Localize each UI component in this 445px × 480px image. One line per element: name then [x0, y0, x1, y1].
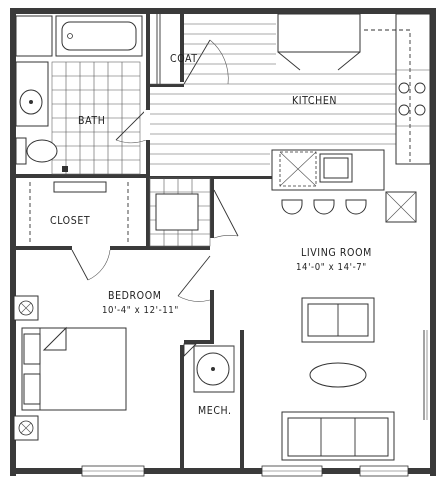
cooktop: [398, 82, 426, 116]
bed: [21, 326, 127, 411]
kitchen-label: KITCHEN: [292, 95, 337, 107]
bedroom-dimensions: 10'-4" x 12'-11": [102, 305, 179, 316]
vanity-sink: [15, 61, 49, 127]
toilet: [15, 137, 58, 165]
linen-cabinet: [15, 15, 53, 57]
storage-closet: [149, 177, 239, 247]
interior-walls: [12, 12, 382, 470]
bath-door: [115, 109, 150, 144]
kitchen-plank-floor: [150, 23, 396, 165]
bath-label: BATH: [78, 115, 105, 127]
kitchen: KITCHEN: [150, 13, 431, 223]
bedroom: BEDROOM 10'-4" x 12'-11": [13, 255, 211, 441]
sofa: [281, 411, 395, 461]
bar-stools: [281, 199, 367, 215]
living-room: LIVING ROOM 14'-0" x 14'-7": [281, 247, 428, 461]
nightstand-bottom: [13, 415, 39, 441]
living-room-label: LIVING ROOM: [301, 247, 372, 259]
coat-label: COAT: [170, 53, 198, 65]
bedroom-label: BEDROOM: [108, 290, 162, 302]
mechanical-room: MECH.: [183, 343, 235, 417]
pantry-box: [385, 191, 417, 223]
windows: [81, 465, 409, 477]
floor-drain: [62, 166, 68, 172]
bathtub: [55, 15, 143, 57]
coffee-table: [309, 362, 367, 388]
bathroom: BATH: [15, 15, 150, 175]
kitchen-island: [271, 149, 385, 191]
closet-label: CLOSET: [50, 215, 90, 227]
mech-label: MECH.: [198, 405, 232, 417]
nightstand-top: [13, 295, 39, 321]
closet: CLOSET: [29, 181, 129, 281]
entry-door: [423, 330, 428, 420]
bath-tile-floor: [51, 61, 141, 175]
loveseat: [301, 297, 375, 343]
exterior-walls: [10, 8, 436, 476]
living-room-dimensions: 14'-0" x 14'-7": [296, 262, 367, 273]
coat-closet: COAT: [156, 14, 229, 85]
kitchen-counters: [277, 13, 431, 165]
